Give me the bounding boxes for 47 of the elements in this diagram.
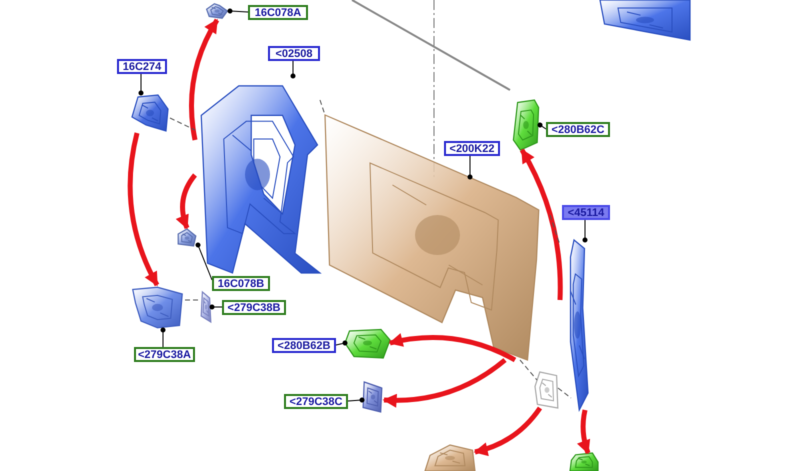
bracket-drawing bbox=[204, 2, 230, 20]
bracket-drawing bbox=[176, 228, 198, 248]
arrow bbox=[176, 173, 197, 230]
leader-line bbox=[468, 156, 472, 180]
bracket-drawing bbox=[425, 445, 475, 471]
bracket-drawing bbox=[130, 93, 170, 133]
part-number-label: <02508 bbox=[268, 46, 320, 61]
part-number-label: <279C38C bbox=[284, 394, 348, 409]
leader-line bbox=[290, 60, 296, 78]
part-number-label: <45114 bbox=[562, 205, 610, 220]
part-number-label: 16C078A bbox=[248, 5, 308, 20]
alignment-line bbox=[170, 118, 196, 130]
alignment-line bbox=[320, 100, 326, 116]
plate-drawing bbox=[200, 292, 212, 322]
alignment-line bbox=[520, 360, 538, 380]
plug-drawing bbox=[570, 453, 598, 471]
arrow bbox=[382, 358, 507, 408]
plug-drawing bbox=[345, 328, 390, 358]
part-number-label: <279C38B bbox=[222, 300, 286, 315]
leader-line bbox=[228, 8, 248, 14]
plate-drawing bbox=[362, 382, 384, 412]
part-number-label: <280B62C bbox=[546, 122, 610, 137]
arrow bbox=[189, 18, 220, 140]
plug-drawing bbox=[512, 100, 540, 150]
arrow bbox=[388, 333, 516, 362]
leader-line bbox=[138, 74, 144, 96]
leader-line bbox=[582, 220, 588, 242]
leader-line bbox=[196, 242, 212, 280]
arrow bbox=[577, 410, 590, 454]
alignment-line bbox=[550, 214, 560, 246]
part-number-label: 16C274 bbox=[117, 59, 167, 74]
leader-line bbox=[538, 122, 546, 130]
bracket-drawing bbox=[130, 285, 185, 330]
leader-line bbox=[160, 328, 166, 348]
part-number-label: 16C078B bbox=[212, 276, 270, 291]
alignment-line bbox=[558, 388, 572, 398]
arrow bbox=[520, 148, 563, 300]
leader-line bbox=[210, 304, 222, 310]
arrow bbox=[474, 406, 542, 456]
panel-drawing bbox=[600, 0, 690, 40]
part-number-label: <200K22 bbox=[444, 141, 500, 156]
leader-line bbox=[348, 398, 364, 402]
bracket-drawing bbox=[535, 372, 559, 408]
arrow bbox=[128, 132, 160, 286]
leader-line bbox=[336, 340, 348, 346]
part-number-label: <280B62B bbox=[272, 338, 336, 353]
part-number-label: <279C38A bbox=[134, 347, 195, 362]
